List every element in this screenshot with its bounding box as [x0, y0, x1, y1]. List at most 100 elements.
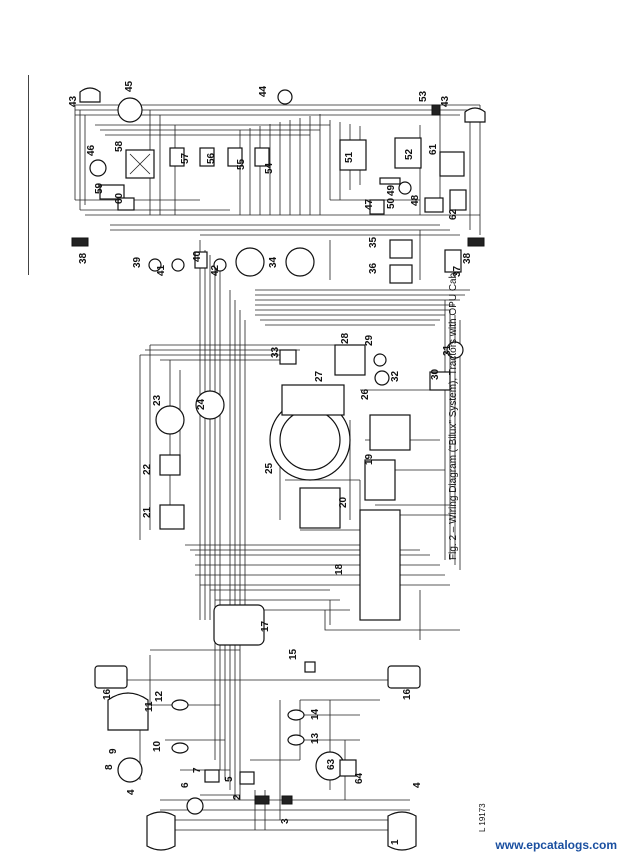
component-label-43: 43: [68, 95, 79, 107]
plug-38-left-shape: [71, 237, 89, 247]
component-label-12: 12: [154, 690, 165, 702]
component-label-32: 32: [390, 370, 401, 382]
component-label-59: 59: [94, 182, 105, 194]
component-label-63: 63: [326, 758, 337, 770]
switch-54-shape: [254, 147, 270, 167]
sender-8-shape: [117, 757, 143, 783]
watermark-link[interactable]: www.epcatalogs.com: [495, 838, 617, 852]
component-label-57: 57: [180, 152, 191, 164]
component-61-shape: [439, 151, 465, 177]
relay-52-shape: [394, 137, 422, 169]
bulb-12-shape: [171, 699, 189, 711]
component-label-60: 60: [114, 192, 125, 204]
component-label-8: 8: [104, 764, 115, 770]
component-label-38: 38: [462, 252, 473, 264]
component-label-42: 42: [210, 264, 221, 276]
component-35-shape: [389, 239, 413, 259]
component-6-shape: [186, 797, 204, 815]
component-2-shape: [254, 795, 270, 805]
fuse-box-18-shape: [359, 509, 401, 621]
warning-panel-shape: [281, 384, 345, 416]
switch-45-shape: [117, 97, 143, 123]
switch-55-shape: [227, 147, 243, 167]
switch-57-shape: [169, 147, 185, 167]
component-label-64: 64: [354, 772, 365, 784]
component-shapes: [71, 87, 486, 851]
component-label-1: 1: [390, 839, 401, 845]
component-label-17: 17: [260, 620, 271, 632]
figure-caption: Fig. 2 – Wiring Diagram ("Bilux" System)…: [448, 272, 459, 560]
component-label-55: 55: [236, 158, 247, 170]
component-48-shape: [424, 197, 444, 213]
component-40-shape: [194, 251, 208, 269]
component-label-51: 51: [344, 151, 355, 163]
lamp-43-right-shape: [464, 107, 486, 123]
component-label-43: 43: [440, 95, 451, 107]
wiring-loom: [74, 104, 481, 831]
component-label-5: 5: [224, 776, 235, 782]
component-41-shape: [171, 258, 185, 272]
component-label-37: 37: [452, 265, 463, 277]
component-label-58: 58: [114, 140, 125, 152]
relay-51-shape: [339, 139, 367, 171]
component-label-6: 6: [180, 782, 191, 788]
component-label-28: 28: [340, 332, 351, 344]
component-label-62: 62: [448, 208, 459, 220]
headlamp-right-shape: [387, 811, 417, 851]
component-label-41: 41: [156, 264, 167, 276]
component-label-26: 26: [360, 388, 371, 400]
component-15-shape: [304, 661, 316, 673]
component-label-30: 30: [430, 368, 441, 380]
instrument-cluster-inner-shape: [279, 409, 341, 471]
drawing-reference: L 19173: [478, 803, 487, 832]
component-7-shape: [204, 769, 220, 783]
component-label-48: 48: [410, 194, 421, 206]
component-label-21: 21: [142, 506, 153, 518]
component-label-23: 23: [152, 394, 163, 406]
component-26-shape: [369, 414, 411, 451]
component-46-shape: [89, 159, 107, 177]
component-39-shape: [148, 258, 162, 272]
component-label-45: 45: [124, 80, 135, 92]
component-24-shape: [195, 390, 225, 420]
component-label-46: 46: [86, 144, 97, 156]
component-47-shape: [369, 199, 385, 215]
component-label-16: 16: [102, 688, 113, 700]
component-label-20: 20: [338, 496, 349, 508]
plug-34-left-shape: [235, 247, 265, 277]
component-22-shape: [159, 454, 181, 476]
component-label-34: 34: [268, 256, 279, 268]
component-49-shape: [398, 181, 412, 195]
battery-11-shape: [107, 692, 149, 731]
component-50-shape: [379, 177, 401, 185]
lamp-16-left-shape: [94, 665, 128, 689]
plug-34-right-shape: [285, 247, 315, 277]
component-label-9: 9: [108, 748, 119, 754]
component-23-shape: [155, 405, 185, 435]
component-42-shape: [213, 258, 227, 272]
switch-20-shape: [299, 487, 341, 529]
component-3-shape: [281, 795, 293, 805]
frame-line: [28, 75, 29, 275]
component-label-52: 52: [404, 148, 415, 160]
component-21-shape: [159, 504, 185, 530]
component-label-33: 33: [270, 346, 281, 358]
component-label-36: 36: [368, 262, 379, 274]
component-label-19: 19: [364, 453, 375, 465]
component-label-25: 25: [264, 462, 275, 474]
component-44-shape: [277, 89, 293, 105]
component-64-shape: [339, 759, 357, 777]
component-label-47: 47: [364, 198, 375, 210]
component-label-56: 56: [206, 152, 217, 164]
component-label-38: 38: [78, 252, 89, 264]
headlamp-left-shape: [146, 811, 176, 851]
component-32-shape: [374, 370, 390, 386]
component-37-shape: [444, 249, 462, 273]
connector-17-shape: [213, 604, 265, 646]
plug-38-right-shape: [467, 237, 485, 247]
component-label-11: 11: [144, 701, 155, 712]
bulb-14-shape: [287, 709, 305, 721]
